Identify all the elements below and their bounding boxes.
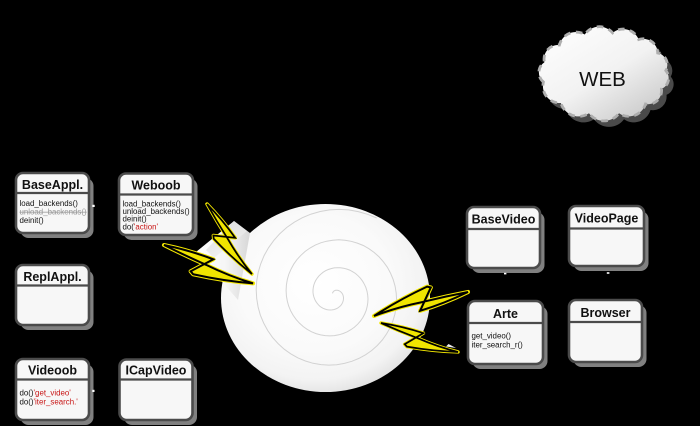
svg-text:unload_backends(): unload_backends()	[20, 208, 87, 217]
svg-text:deinit(): deinit()	[123, 215, 147, 224]
svg-text:load_backends(): load_backends()	[123, 200, 182, 209]
svg-text:do()'iter_search.': do()'iter_search.'	[20, 398, 79, 407]
svg-text:iter_search_r(): iter_search_r()	[472, 341, 524, 350]
svg-text:BaseAppl.: BaseAppl.	[22, 178, 83, 192]
svg-text:ReplAppl.: ReplAppl.	[23, 270, 81, 284]
svg-text:do('action': do('action'	[123, 223, 159, 232]
svg-text:VideoPage: VideoPage	[575, 212, 639, 226]
svg-text:BaseVideo: BaseVideo	[472, 213, 536, 227]
svg-text:do()'get_video': do()'get_video'	[20, 389, 72, 398]
svg-text:get_video(): get_video()	[472, 332, 512, 341]
svg-text:Browser: Browser	[580, 306, 630, 320]
svg-text:Arte: Arte	[493, 307, 518, 321]
svg-text:unload_backends(): unload_backends()	[123, 207, 190, 216]
svg-text:Videoob: Videoob	[28, 364, 77, 378]
svg-text:WEB: WEB	[579, 68, 626, 91]
svg-text:Weboob: Weboob	[131, 179, 180, 193]
svg-text:load_backends(): load_backends()	[20, 199, 79, 208]
svg-text:ICapVideo: ICapVideo	[126, 364, 187, 378]
svg-text:deinit(): deinit()	[20, 216, 44, 225]
